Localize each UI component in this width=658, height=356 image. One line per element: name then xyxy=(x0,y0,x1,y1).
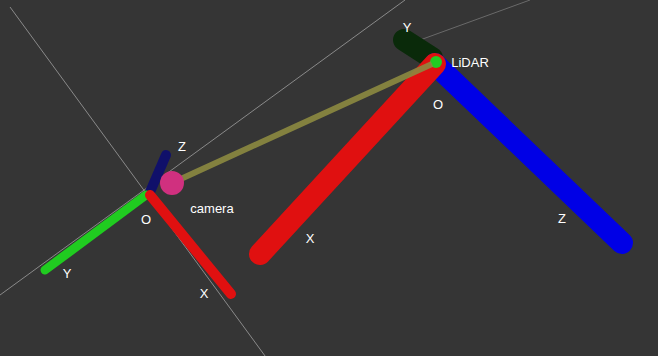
axis-label: Y xyxy=(63,267,72,280)
lidar-y-axis xyxy=(404,40,432,58)
frame-label: camera xyxy=(190,202,233,215)
lidar-z-axis xyxy=(435,64,622,243)
axis-label: X xyxy=(306,232,315,245)
axis-label: X xyxy=(200,287,209,300)
grid-line xyxy=(10,7,268,356)
origin-label: O xyxy=(141,213,151,226)
lidar-x-axis xyxy=(260,64,435,254)
camera-y-axis xyxy=(45,195,146,270)
frame-label: LiDAR xyxy=(451,56,489,69)
grid-line xyxy=(420,0,530,40)
extrinsic-link xyxy=(172,64,432,183)
axis-label: Y xyxy=(403,21,412,34)
axis-label: Z xyxy=(178,140,186,153)
origin-label: O xyxy=(433,98,443,111)
camera-sphere xyxy=(160,171,184,195)
axis-label: Z xyxy=(558,212,566,225)
